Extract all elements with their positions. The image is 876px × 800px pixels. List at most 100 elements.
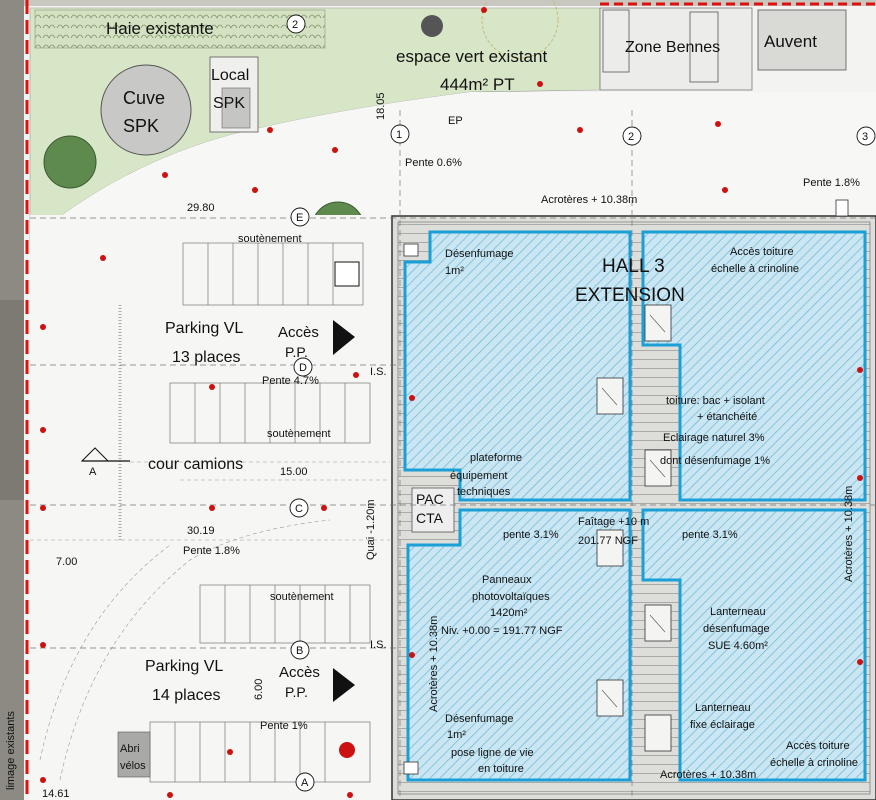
lantern-3: SUE 4.60m² xyxy=(708,640,768,652)
dim-1461: 14.61 xyxy=(42,788,70,800)
tree xyxy=(43,135,97,189)
slope-06: Pente 0.6% xyxy=(405,157,462,169)
tree xyxy=(421,15,443,37)
roof-spec-1: toiture: bac + isolant xyxy=(666,395,765,407)
parking-2-places: 14 places xyxy=(152,687,221,704)
north-labels: Haie existante espace vert existant 444m… xyxy=(106,19,860,214)
parking-1-title: Parking VL xyxy=(165,320,243,337)
awning xyxy=(757,9,847,71)
lantern-5: fixe éclairage xyxy=(690,719,755,731)
grid-bubbles xyxy=(286,14,876,792)
pv-1: Panneaux xyxy=(482,574,532,586)
parking-spaces-1 xyxy=(169,242,371,444)
parking-2-title: Parking VL xyxy=(145,658,223,675)
slope-left: pente 3.1% xyxy=(503,529,559,541)
grid-top-2: 2 xyxy=(292,19,298,31)
is-2: I.S. xyxy=(370,639,387,651)
roof-zones xyxy=(403,230,867,782)
section-a: A xyxy=(89,466,97,478)
smoke-vent-area: 1m² xyxy=(445,265,464,277)
bike-shelter xyxy=(117,731,151,778)
grid-row-e: E xyxy=(296,212,303,224)
slope-1: Pente 1% xyxy=(260,720,308,732)
accessible-parking-icon xyxy=(334,261,360,287)
grid-col-1: 1 xyxy=(396,129,402,141)
smoke-vent-title: Désenfumage xyxy=(445,248,514,260)
platform-2: équipement xyxy=(450,470,508,482)
smoke-vent2-title: Désenfumage xyxy=(445,713,514,725)
bins-label: Zone Bennes xyxy=(625,39,720,56)
dim-15: 15.00 xyxy=(280,466,308,478)
light-1: Eclairage naturel 3% xyxy=(663,432,765,444)
hall-title-1: HALL 3 xyxy=(602,256,665,277)
is-1: I.S. xyxy=(370,366,387,378)
access-2-word: Accès xyxy=(279,664,320,681)
grid-col-2: 2 xyxy=(628,131,634,143)
ground-level: Niv. +0.00 = 191.77 NGF xyxy=(441,625,563,637)
acroteres-bottom: Acrotères + 10.38m xyxy=(660,769,756,781)
bins-zone xyxy=(599,7,753,91)
access-1-word: Accès xyxy=(278,324,319,341)
light-2: dont désenfumage 1% xyxy=(660,455,770,467)
pac-cta-unit xyxy=(411,487,455,533)
grid-labels: 1 2 3 2 E D C B A A xyxy=(89,19,868,789)
access-arrow xyxy=(333,320,355,355)
access-1-pp: P.P. xyxy=(285,344,308,360)
existing-hedge xyxy=(34,9,326,49)
lifeline-2: en toiture xyxy=(478,763,524,775)
grid-row-a: A xyxy=(301,777,309,789)
lantern-1: Lanterneau xyxy=(710,606,766,618)
parking-spaces-2 xyxy=(149,584,371,783)
dim-700: 7.00 xyxy=(56,556,77,568)
green-space-title: espace vert existant xyxy=(396,47,547,66)
slope-47: Pente 4.7% xyxy=(262,375,319,387)
dim-29: 29.80 xyxy=(187,202,215,214)
ep-label: EP xyxy=(448,115,463,127)
acroteres-top: Acrotères + 10.38m xyxy=(541,194,637,206)
slope-18-yard: Pente 1.8% xyxy=(183,545,240,557)
roof-access-1: Accès toiture xyxy=(730,246,794,258)
ridge-1: Faîtage +10 m xyxy=(578,516,649,528)
tank-label-2: SPK xyxy=(123,116,159,136)
lantern-2: désenfumage xyxy=(703,623,770,635)
retaining-wall-1: soutènement xyxy=(238,233,302,245)
pv-2: photovoltaïques xyxy=(472,591,550,603)
local-label-1: Local xyxy=(211,67,249,84)
pac-label: PAC xyxy=(416,491,444,507)
roof-access-4: échelle à crinoline xyxy=(770,757,858,769)
platform-1: plateforme xyxy=(470,452,522,464)
existing-label: limage existants xyxy=(5,711,17,790)
access-2-pp: P.P. xyxy=(285,684,308,700)
ridge-2: 201.77 NGF xyxy=(578,535,638,547)
tank-label-1: Cuve xyxy=(123,88,165,108)
lantern-4: Lanterneau xyxy=(695,702,751,714)
green-space-area: 444m² PT xyxy=(440,75,515,94)
roof-access-2: échelle à crinoline xyxy=(711,263,799,275)
local-label-2: SPK xyxy=(213,95,245,112)
dim-3019: 30.19 xyxy=(187,525,215,537)
hedge-label: Haie existante xyxy=(106,19,214,38)
dim-600: 6.00 xyxy=(253,679,265,700)
spot-levels xyxy=(40,7,863,798)
smoke-vent2-area: 1m² xyxy=(447,729,466,741)
slope-right: pente 3.1% xyxy=(682,529,738,541)
dock-label: Quai -1.20m xyxy=(365,499,377,560)
dim-18: 18.05 xyxy=(375,92,387,120)
bike-label-1: Abri xyxy=(120,743,140,755)
building-labels: HALL 3 EXTENSION Acrotères + 10.38m Acro… xyxy=(416,194,858,781)
retaining-wall-3: soutènement xyxy=(270,591,334,603)
parking-1-places: 13 places xyxy=(172,349,241,366)
acroteres-left: Acrotères + 10.38m xyxy=(428,616,440,712)
grid-row-c: C xyxy=(295,503,303,515)
accessible-parking-icon xyxy=(339,742,355,758)
hall-title-2: EXTENSION xyxy=(575,285,685,306)
grid-row-b: B xyxy=(296,645,303,657)
awning-label: Auvent xyxy=(764,32,817,51)
roof-access-3: Accès toiture xyxy=(786,740,850,752)
grid-row-d: D xyxy=(299,362,307,374)
parking-labels: soutènement soutènement soutènement Park… xyxy=(5,233,387,800)
bike-label-2: vélos xyxy=(120,760,146,772)
acroteres-right: Acrotères + 10.38m xyxy=(843,486,855,582)
pv-3: 1420m² xyxy=(490,607,528,619)
